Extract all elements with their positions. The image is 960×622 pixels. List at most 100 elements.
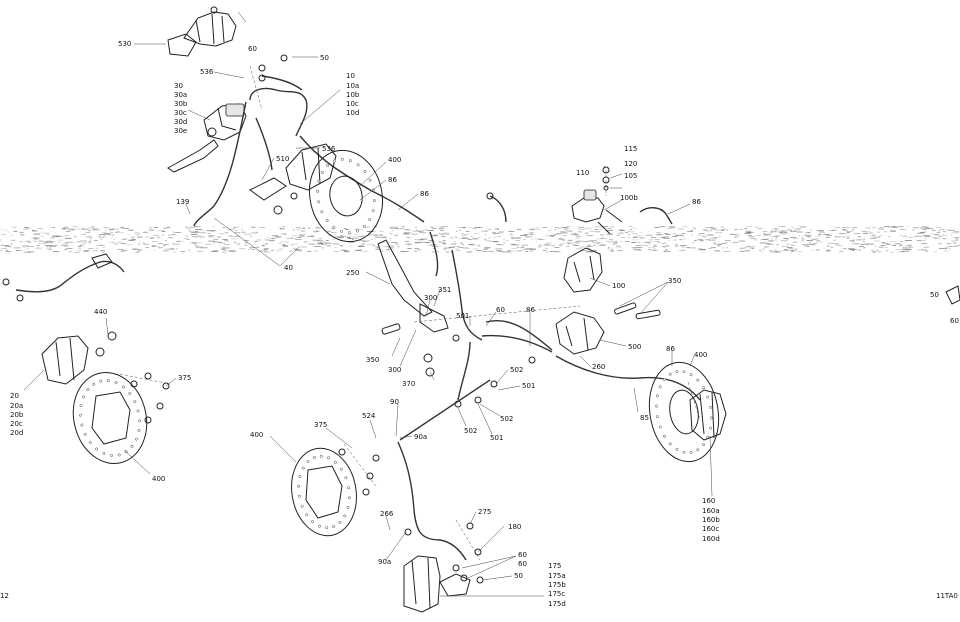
callout-180: 180 [508, 523, 521, 531]
left-brake-line [2, 253, 125, 302]
callout-86: 86 [526, 306, 535, 314]
callout-375: 375 [178, 374, 191, 382]
callout-500: 500 [628, 343, 641, 351]
callout-20c: 20c [10, 420, 23, 428]
callout-20d: 20d [10, 429, 23, 437]
top-brake-lines [193, 54, 425, 227]
callout-351: 351 [438, 286, 451, 294]
callout-300: 300 [424, 294, 437, 302]
callout-90a: 90a [414, 433, 427, 441]
callout-440: 440 [94, 308, 107, 316]
caliper-left [41, 331, 117, 385]
callout-10: 10 [346, 72, 355, 80]
callout-175a: 175a [548, 572, 566, 580]
callout-370: 370 [402, 380, 415, 388]
callout-100: 100 [612, 282, 625, 290]
master-cylinder-handlebar [167, 103, 247, 173]
callout-260: 260 [592, 363, 605, 371]
callout-110: 110 [576, 169, 589, 177]
callout-175d: 175d [548, 600, 566, 608]
callout-10d: 10d [346, 109, 359, 117]
callout-175: 175 [548, 562, 561, 570]
callout-60: 60 [518, 560, 527, 568]
cropped-part-right-edge [945, 285, 960, 305]
brake-disc-right [648, 361, 720, 463]
callout-105: 105 [624, 172, 637, 180]
callout-60: 60 [518, 551, 527, 559]
mount-bracket-top [167, 6, 247, 57]
callout-10a: 10a [346, 82, 359, 90]
callout-266: 266 [380, 510, 394, 518]
callout-375: 375 [314, 421, 327, 429]
callout-502: 502 [464, 427, 477, 435]
callout-250: 250 [346, 269, 359, 277]
callout-175b: 175b [548, 581, 566, 589]
callout-120: 120 [624, 160, 637, 168]
dashed-alignment-lines [119, 65, 701, 561]
callout-524: 524 [362, 412, 376, 420]
callout-30b: 30b [174, 100, 188, 108]
callout-30d: 30d [174, 118, 187, 126]
callout-300: 300 [388, 366, 401, 374]
callout-536: 536 [200, 68, 214, 76]
callout-60: 60 [496, 306, 505, 314]
callout-160: 160 [702, 497, 715, 505]
callout-400: 400 [152, 475, 165, 483]
callout-10c: 10c [346, 100, 359, 108]
reference-number-left: 12 [0, 592, 9, 600]
callout-10b: 10b [346, 91, 360, 99]
brake-disc-top [309, 149, 383, 243]
callout-50: 50 [320, 54, 329, 62]
callout-501: 501 [490, 434, 503, 442]
callout-350: 350 [668, 277, 681, 285]
callout-350: 350 [366, 356, 379, 364]
callout-160b: 160b [702, 516, 720, 524]
reference-number-right: 11TA0 [936, 592, 958, 600]
callout-labels: 530 536 60 50 30 30a 30b 30c 30d 30e 10 … [0, 40, 959, 608]
callout-30c: 30c [174, 109, 187, 117]
callout-20b: 20b [10, 411, 24, 419]
leader-lines [23, 43, 713, 597]
callout-160d: 160d [702, 535, 720, 543]
callout-115: 115 [624, 145, 637, 153]
callout-530: 530 [118, 40, 131, 48]
callout-30: 30 [174, 82, 183, 90]
callout-86: 86 [692, 198, 701, 206]
callout-90a: 90a [378, 558, 391, 566]
callout-20a: 20a [10, 402, 23, 410]
scan-noise-band [0, 226, 960, 253]
callout-400: 400 [694, 351, 707, 359]
callout-60: 60 [248, 45, 257, 53]
pedal-support-bracket [555, 247, 605, 355]
callout-501: 501 [456, 312, 469, 320]
callout-275: 275 [478, 508, 491, 516]
callout-160a: 160a [702, 507, 720, 515]
callout-85: 85 [640, 414, 649, 422]
small-fasteners-centre [381, 302, 661, 408]
callout-400: 400 [388, 156, 401, 164]
centre-brake-lines [397, 231, 701, 561]
callout-60: 60 [950, 317, 959, 325]
callout-20: 20 [10, 392, 19, 400]
callout-50: 50 [930, 291, 939, 299]
callout-175c: 175c [548, 590, 565, 598]
rear-caliper-bottom [403, 522, 484, 613]
callout-510: 510 [276, 155, 289, 163]
brake-disc-left [72, 372, 170, 464]
callout-501: 501 [522, 382, 535, 390]
callout-100b: 100b [620, 194, 638, 202]
callout-50: 50 [514, 572, 523, 580]
elbow-fittings-top [486, 166, 673, 235]
callout-86: 86 [420, 190, 429, 198]
caliper-top-center [249, 143, 337, 215]
callout-502: 502 [510, 366, 523, 374]
callout-536: 536 [322, 145, 336, 153]
callout-90: 90 [390, 398, 399, 406]
callout-30e: 30e [174, 127, 187, 135]
brake-disc-bottom [291, 447, 380, 537]
callout-400: 400 [250, 431, 263, 439]
callout-139: 139 [176, 198, 189, 206]
callout-160c: 160c [702, 525, 719, 533]
